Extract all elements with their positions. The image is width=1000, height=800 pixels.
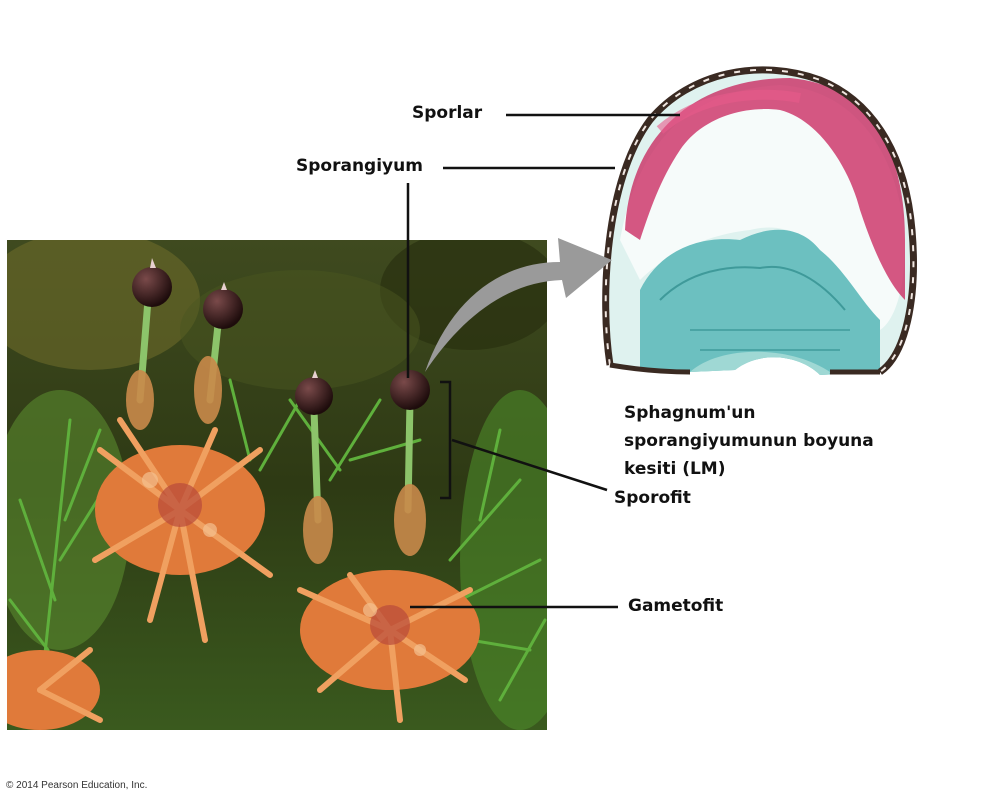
caption-line-2: sporangiyumunun boyuna — [624, 431, 874, 451]
sporangium-section-image — [602, 66, 917, 375]
curved-arrow-icon — [425, 238, 612, 372]
gametophyte-clusters — [7, 417, 480, 730]
copyright-notice: © 2014 Pearson Education, Inc. — [6, 780, 148, 791]
sporofit-leader-line — [451, 438, 608, 492]
caption-line-3: kesiti (LM) — [624, 459, 726, 479]
sporofit-bracket — [440, 380, 452, 500]
label-sporofit: Sporofit — [614, 488, 691, 508]
caption-line-1: Sphagnum'un — [624, 403, 756, 423]
label-gametofit: Gametofit — [628, 596, 724, 616]
label-sporlar: Sporlar — [412, 103, 483, 123]
sporangium-capsules — [132, 258, 430, 415]
moss-photo-image — [7, 240, 547, 730]
micrograph-caption: Sphagnum'un sporangiyumunun boyuna kesit… — [624, 399, 874, 483]
label-sporangiyum: Sporangiyum — [296, 156, 423, 176]
